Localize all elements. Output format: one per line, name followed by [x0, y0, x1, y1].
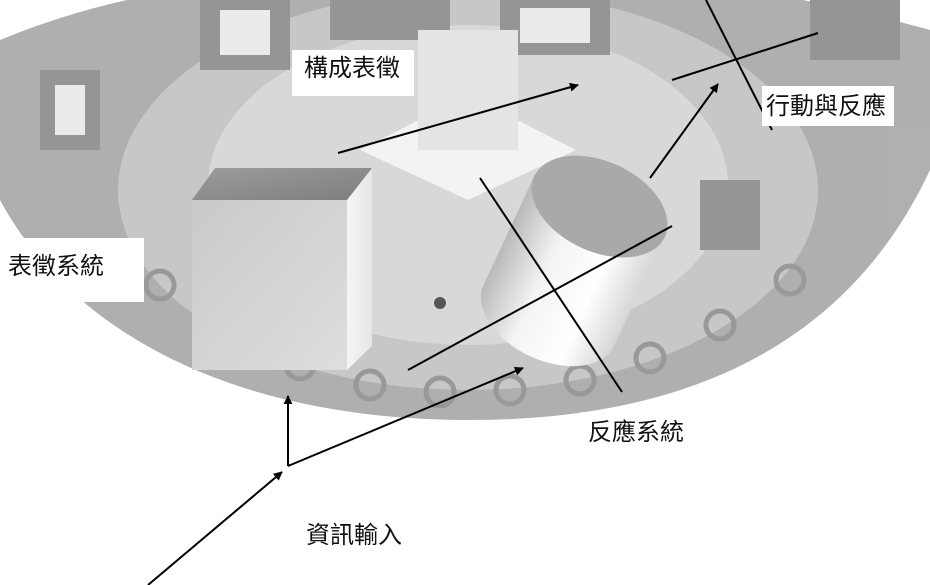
- label-action-and-reaction: 行動與反應: [762, 86, 894, 126]
- input-to-cylinder-arrow: [287, 366, 524, 467]
- label-information-input: 資訊輸入: [296, 513, 412, 557]
- cylinder-shape: [480, 155, 668, 367]
- cube-shape: [192, 168, 372, 370]
- input-arrow: [147, 471, 283, 585]
- action-cross-line-b: [671, 32, 819, 81]
- connector-lines: [147, 0, 819, 585]
- cube-cylinder-line: [407, 225, 673, 371]
- construct-arrow: [337, 82, 579, 154]
- label-representation-system: 表徵系統: [0, 238, 144, 302]
- reaction-leader-line: [479, 177, 623, 393]
- action-arrow: [649, 83, 719, 179]
- action-cross-line-a: [705, 0, 773, 131]
- label-construct-representation: 構成表徵: [292, 50, 414, 96]
- label-reaction-system: 反應系統: [582, 412, 690, 452]
